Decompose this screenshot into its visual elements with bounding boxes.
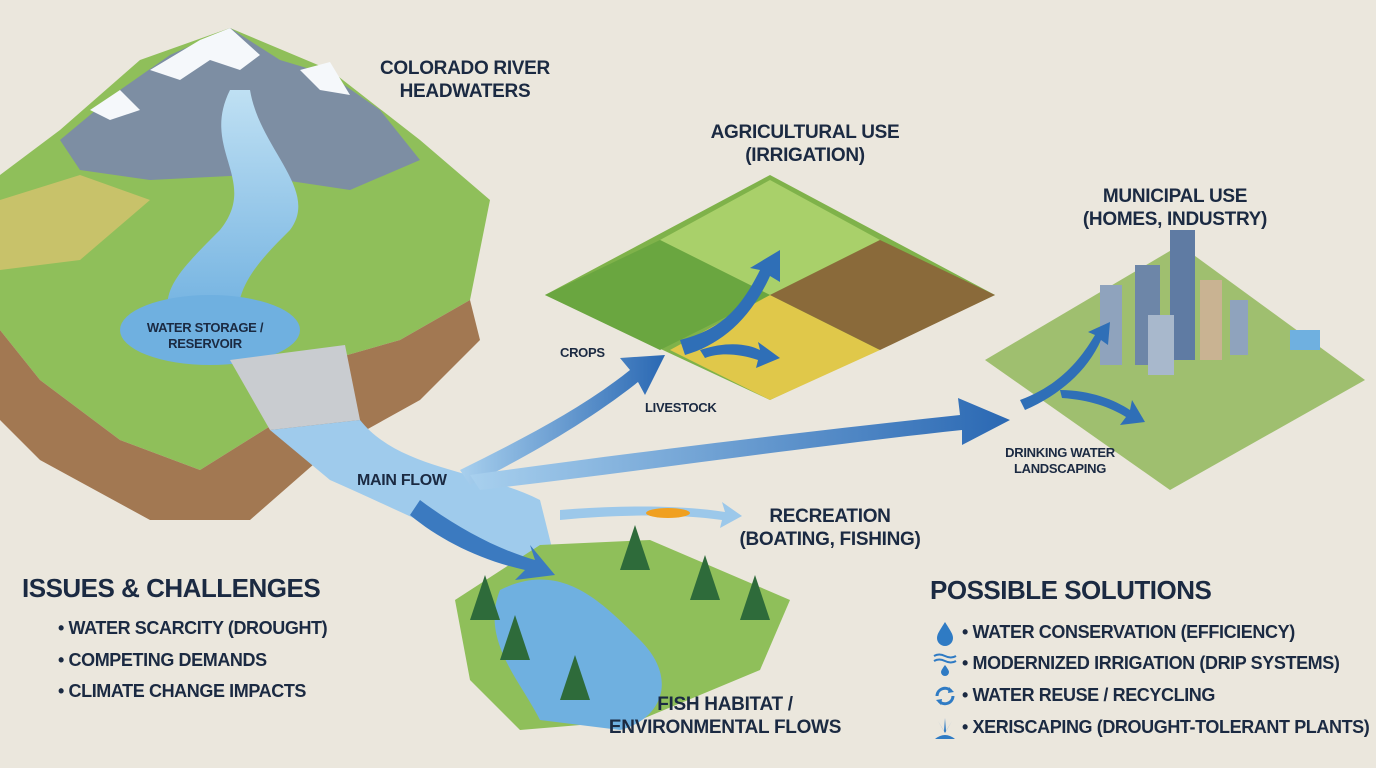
arrow-to-municipal <box>470 398 1010 490</box>
solution-item: WATER REUSE / RECYCLING <box>962 685 1216 706</box>
solutions-title: POSSIBLE SOLUTIONS <box>930 575 1212 605</box>
issue-item: COMPETING DEMANDS <box>58 650 268 671</box>
kayak <box>646 508 690 518</box>
solution-item: WATER CONSERVATION (EFFICIENCY) <box>962 622 1296 643</box>
recycle-icon <box>935 686 955 706</box>
label-reservoir: WATER STORAGE /RESERVOIR <box>146 320 264 351</box>
label-crops: CROPS <box>560 345 605 360</box>
flow-arrows <box>410 250 1145 580</box>
arrow-to-agriculture <box>460 355 665 485</box>
water-drop-icon <box>937 622 953 646</box>
issues-title: ISSUES & CHALLENGES <box>22 573 321 603</box>
city <box>985 230 1365 490</box>
issue-item: WATER SCARCITY (DROUGHT) <box>58 618 328 639</box>
headwaters-landscape <box>0 28 560 580</box>
label-main-flow: MAIN FLOW <box>357 472 447 489</box>
label-livestock: LIVESTOCK <box>645 400 717 415</box>
label-recreation: RECREATION(BOATING, FISHING) <box>739 506 921 550</box>
label-fish-habitat: FISH HABITAT /ENVIRONMENTAL FLOWS <box>608 694 842 738</box>
agricultural-fields <box>545 175 995 400</box>
forest-habitat <box>455 525 790 730</box>
drip-irrigation-icon <box>933 653 957 676</box>
solution-item: XERISCAPING (DROUGHT-TOLERANT PLANTS) <box>962 717 1370 738</box>
plant-icon <box>935 718 955 739</box>
label-municipal-use: MUNICIPAL USE(HOMES, INDUSTRY) <box>1082 186 1268 230</box>
issue-item: CLIMATE CHANGE IMPACTS <box>58 681 307 702</box>
arrow-to-habitat <box>410 500 555 580</box>
label-agricultural-use: AGRICULTURAL USE(IRRIGATION) <box>710 122 900 166</box>
solution-item: MODERNIZED IRRIGATION (DRIP SYSTEMS) <box>962 653 1340 674</box>
